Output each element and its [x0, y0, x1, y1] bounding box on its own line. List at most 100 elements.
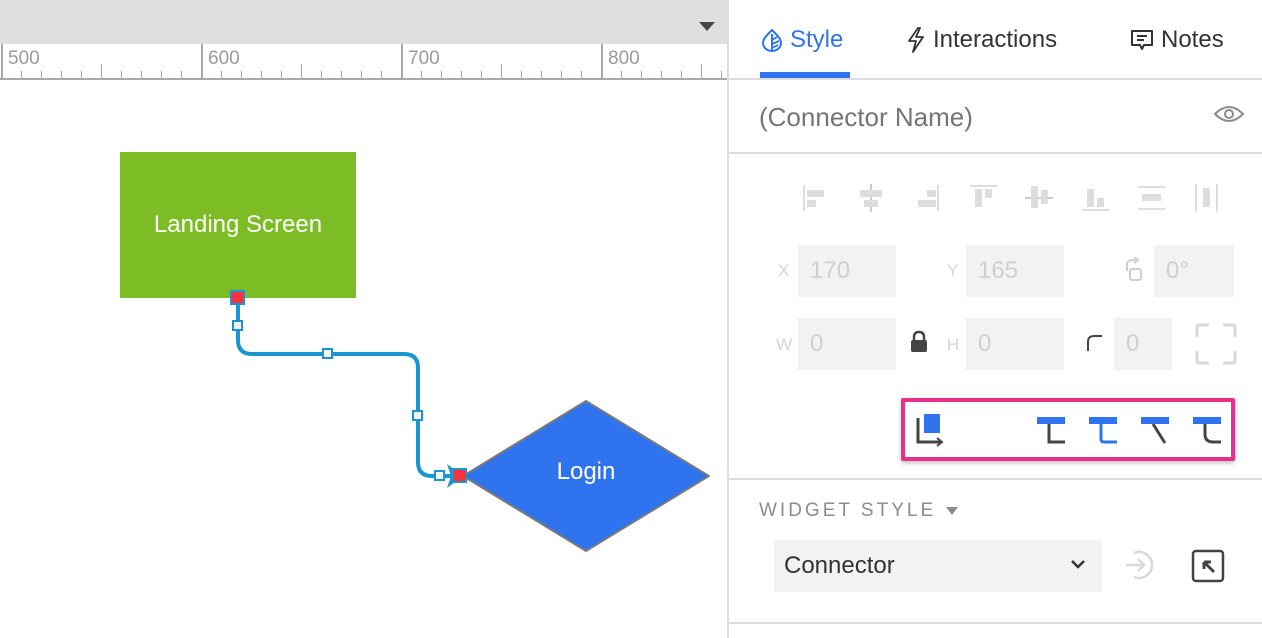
ruler-tick	[181, 71, 182, 78]
ruler-tick	[401, 44, 403, 78]
fit-to-content-icon[interactable]	[1195, 323, 1237, 365]
tab-interactions[interactable]: Interactions	[905, 26, 1057, 54]
diamond-shape	[461, 399, 711, 553]
widget-style-section-toggle[interactable]: WIDGET STYLE	[759, 500, 959, 522]
ruler-tick	[41, 71, 42, 78]
inspector-panel: Style Interactions Notes	[729, 0, 1262, 638]
ruler-tick	[481, 71, 482, 78]
comment-icon	[1131, 30, 1153, 50]
connector-rounded-elbow-button[interactable]	[1087, 414, 1123, 450]
w-label: W	[776, 335, 793, 354]
connector-start-handle[interactable]	[230, 290, 245, 305]
connector-elbow-icon	[1037, 417, 1065, 444]
connector-straight-button[interactable]	[1139, 414, 1175, 450]
align-middle-button[interactable]	[1011, 178, 1067, 218]
align-left-button[interactable]	[787, 178, 843, 218]
connector-waypoint-handle[interactable]	[412, 410, 423, 421]
y-label: Y	[947, 261, 959, 280]
ruler-label: 500	[8, 48, 40, 69]
connector-waypoint-handle[interactable]	[232, 320, 243, 331]
section-divider	[729, 622, 1262, 624]
distribute-horizontal-icon	[1138, 186, 1165, 210]
rotation-icon	[1126, 257, 1142, 281]
ruler-tick	[501, 64, 502, 78]
node-label: Login	[556, 458, 616, 485]
ruler-tick	[141, 71, 142, 78]
connector-waypoint-handle[interactable]	[434, 470, 445, 481]
ruler-tick	[541, 71, 542, 78]
chevron-down-icon	[1071, 560, 1085, 569]
panel-divider[interactable]	[727, 0, 729, 638]
connector-end-handle[interactable]	[452, 468, 467, 483]
align-center-button[interactable]	[843, 178, 899, 218]
dropdown-arrow-icon[interactable]	[699, 22, 715, 31]
distribute-vertical-button[interactable]	[1179, 178, 1235, 218]
width-field[interactable]	[798, 318, 896, 370]
align-middle-icon	[1025, 186, 1053, 208]
ruler-tick	[581, 71, 582, 78]
canvas-top-bar	[0, 0, 727, 44]
login-decision-node[interactable]: Login	[461, 399, 711, 553]
tab-label: Interactions	[933, 26, 1058, 53]
ruler-tick	[241, 71, 242, 78]
lock-icon[interactable]	[909, 330, 929, 354]
connector-arrow-style-button[interactable]	[913, 414, 949, 450]
align-right-icon	[918, 185, 939, 211]
ruler-tick	[461, 71, 462, 78]
ruler-tick	[201, 44, 203, 78]
lightning-icon	[908, 27, 924, 53]
distribute-horizontal-button[interactable]	[1123, 178, 1179, 218]
connector-straight-icon	[1141, 417, 1169, 444]
x-field[interactable]	[798, 245, 896, 297]
ruler-label: 700	[408, 48, 440, 69]
ruler-tick	[81, 71, 82, 78]
apply-style-icon[interactable]	[1124, 548, 1156, 582]
tab-label: Notes	[1161, 26, 1224, 53]
tab-style[interactable]: Style	[760, 26, 843, 54]
ruler-tick	[21, 71, 22, 78]
alignment-toolbar	[787, 178, 1235, 218]
corner-radius-icon	[1087, 335, 1102, 351]
align-bottom-button[interactable]	[1067, 178, 1123, 218]
connector-elbow-button[interactable]	[1035, 414, 1071, 450]
ruler-tick	[681, 71, 682, 78]
widget-style-select[interactable]: Connector	[774, 540, 1102, 592]
ruler-tick	[701, 64, 702, 78]
ruler-label: 600	[208, 48, 240, 69]
canvas-area: 500 600 700 800 Landing Screen Login	[0, 0, 727, 553]
connector-name-row	[729, 80, 1262, 154]
distribute-vertical-icon	[1195, 184, 1218, 212]
landing-screen-node[interactable]: Landing Screen	[120, 152, 356, 298]
ruler-tick	[161, 71, 162, 78]
tab-notes[interactable]: Notes	[1129, 26, 1224, 54]
y-field[interactable]	[966, 245, 1064, 297]
visibility-eye-icon[interactable]	[1214, 104, 1244, 124]
align-top-button[interactable]	[955, 178, 1011, 218]
rotation-field[interactable]	[1154, 245, 1234, 297]
tab-label: Style	[790, 26, 844, 53]
connector-waypoint-handle[interactable]	[322, 348, 333, 359]
connector-rounded-elbow-icon	[1089, 417, 1117, 444]
ruler-tick	[661, 71, 662, 78]
ruler-tick	[521, 71, 522, 78]
ruler-tick	[221, 71, 222, 78]
ruler-tick	[441, 71, 442, 78]
ruler-tick	[1, 44, 3, 78]
ruler-tick	[281, 71, 282, 78]
corner-radius-field[interactable]	[1114, 318, 1172, 370]
widget-style-value: Connector	[784, 552, 895, 579]
align-right-button[interactable]	[899, 178, 955, 218]
connector-name-input[interactable]	[759, 102, 1179, 133]
ruler-tick	[341, 71, 342, 78]
connector-arrow-style-icon	[916, 414, 944, 447]
ruler-tick	[601, 44, 603, 78]
ruler-tick	[121, 71, 122, 78]
x-label: X	[778, 261, 790, 280]
height-field[interactable]	[966, 318, 1064, 370]
widget-style-label: WIDGET STYLE	[759, 500, 937, 521]
connector-curved-button[interactable]	[1191, 414, 1227, 450]
ruler-tick	[101, 64, 102, 78]
edit-style-icon[interactable]	[1191, 549, 1225, 583]
section-divider	[729, 478, 1262, 480]
ruler-tick	[621, 71, 622, 78]
